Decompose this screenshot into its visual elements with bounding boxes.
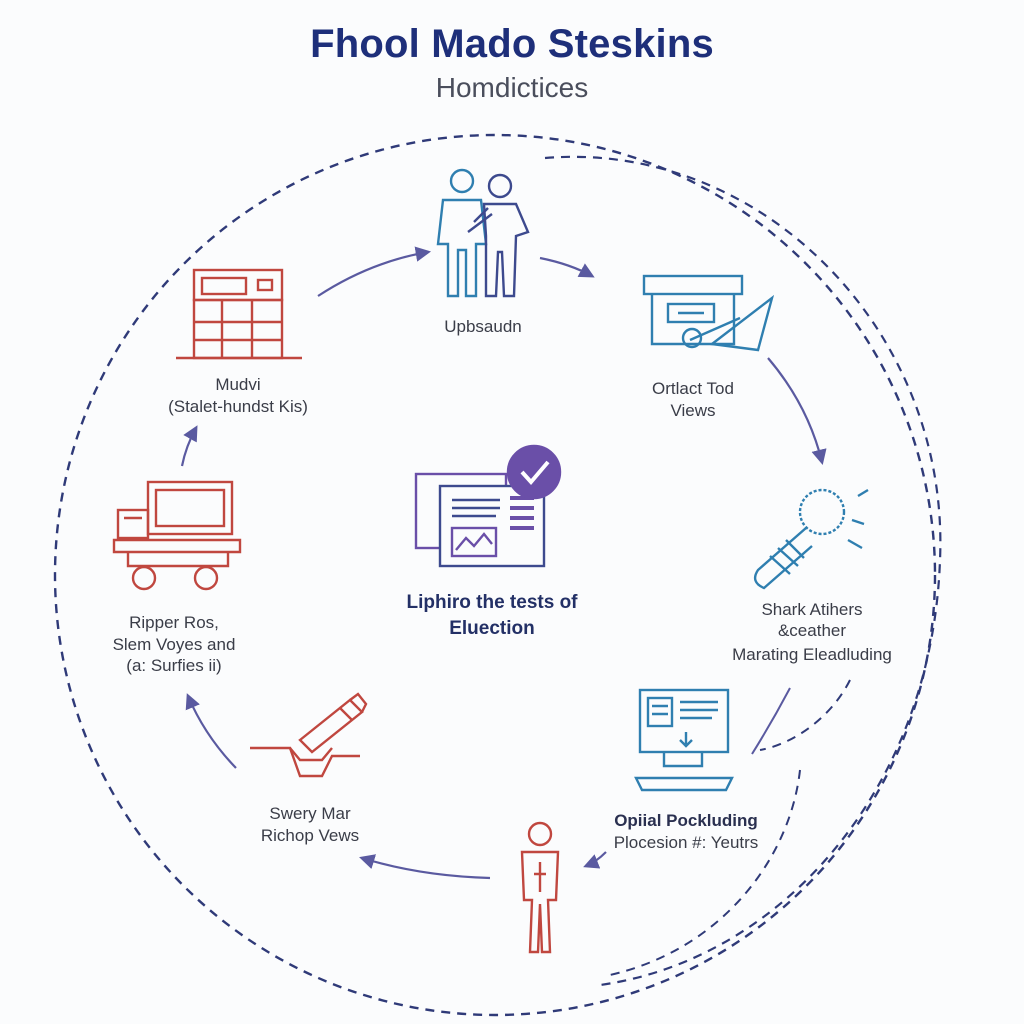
computer-monitor-icon	[634, 688, 734, 792]
node-label-left-line2: Slem Voyes and	[112, 634, 236, 654]
dashed-cycle-ring	[53, 133, 937, 1017]
printer-document-icon	[642, 274, 775, 352]
arrow-upperright-to-right	[767, 357, 827, 465]
node-label-bottom-left-line1: Swery Mar	[269, 804, 351, 823]
node-label-right-line3: Marating Eleadluding	[732, 644, 892, 664]
node-label-left-line3: (a: Surfies ii)	[126, 656, 222, 676]
center-label-line2: Eluection	[449, 617, 535, 639]
node-label-upper-left-line2: (Stalet-hundst Kis)	[168, 396, 308, 416]
arrow-lowerright-to-bottom	[583, 851, 607, 869]
node-label-top-line1: Upbsaudn	[444, 317, 522, 336]
node-label-right: Shark Atihers &ceather Marating Eleadlud…	[712, 599, 912, 665]
cash-register-icon	[176, 268, 302, 360]
node-label-upper-left-line1: Mudvi	[215, 375, 261, 394]
node-label-right-line1: Shark Atihers	[761, 600, 863, 619]
dashed-outer-arc	[544, 155, 942, 987]
node-label-bottom-left-line2: Richop Vews	[260, 825, 360, 845]
node-label-lower-right: Opiial Pockluding Plocesion #: Yeutrs	[586, 810, 786, 853]
arrow-right-to-lowerright	[751, 687, 791, 755]
arrow-bottomleft-to-left	[185, 693, 237, 769]
cycle-arrows	[180, 246, 827, 880]
center-label-line1: Liphiro the tests of	[406, 592, 578, 613]
arrow-bottom-to-bottomleft	[359, 854, 491, 880]
node-label-left-line1: Ripper Ros,	[129, 613, 219, 632]
node-label-upper-left: Mudvi (Stalet-hundst Kis)	[148, 374, 328, 417]
center-label: Liphiro the tests of Eluection	[372, 590, 612, 641]
computer-cart-icon	[112, 480, 242, 591]
node-label-upper-right: Ortlact Tod Views	[610, 378, 776, 421]
node-label-upper-right-line2: Views	[670, 400, 716, 420]
dashed-inner-arc-2	[759, 679, 851, 751]
checked-documents-icon	[414, 444, 562, 568]
arrow-left-to-upperleft	[180, 425, 198, 467]
node-label-upper-right-line1: Ortlact Tod	[652, 379, 734, 398]
node-label-bottom-left: Swery Mar Richop Vews	[230, 803, 390, 846]
diagram-subtitle: Homdictices	[435, 72, 589, 103]
node-label-lower-right-line2: Plocesion #: Yeutrs	[613, 832, 759, 852]
dashed-inner-arc	[609, 769, 801, 976]
node-label-top: Upbsaudn	[395, 316, 571, 338]
microphone-icon	[753, 488, 869, 590]
pen-writing-icon	[250, 692, 368, 778]
diagram-title: Fhool Mado Steskins	[310, 22, 714, 66]
arrow-top-to-upperright	[539, 256, 595, 278]
standing-person-icon	[520, 821, 560, 954]
arrow-upperleft-to-top	[317, 246, 432, 297]
two-people-icon	[436, 168, 530, 298]
node-label-lower-right-line1: Opiial Pockluding	[614, 811, 758, 830]
node-label-left: Ripper Ros, Slem Voyes and (a: Surfies i…	[86, 612, 262, 677]
node-label-right-line2: &ceather	[777, 621, 847, 641]
